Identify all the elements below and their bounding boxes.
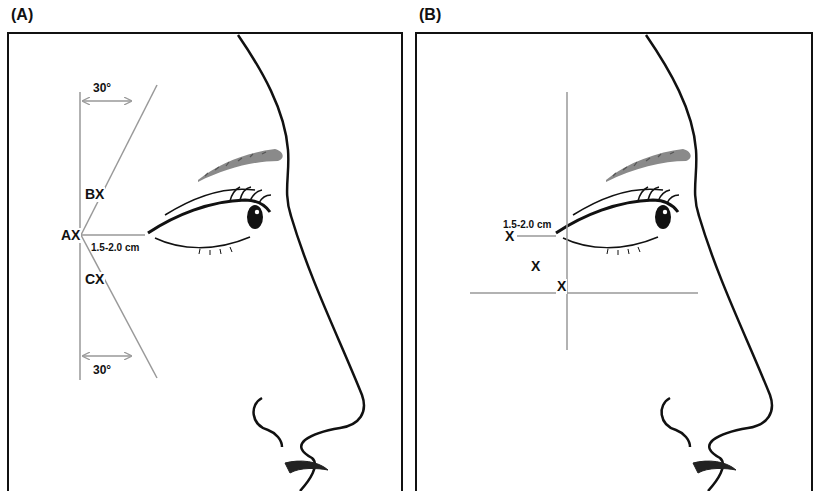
- angle-label: 30°: [92, 82, 112, 95]
- point-label: CX: [84, 272, 105, 287]
- face-profile: [148, 35, 364, 491]
- panel-label: (A): [10, 6, 34, 24]
- panel-frame: [8, 33, 402, 491]
- angle-label: 30°: [92, 364, 112, 377]
- guide-lines: [470, 92, 698, 350]
- guide-lines: [80, 85, 157, 380]
- panel-frame: [416, 33, 812, 491]
- dimension-label: 1.5-2.0 cm: [90, 242, 140, 253]
- point-label: X: [530, 259, 541, 274]
- point-label: AX: [60, 228, 81, 243]
- point-label: X: [556, 279, 567, 294]
- panel-label: (B): [418, 6, 442, 24]
- point-label: X: [504, 229, 515, 244]
- face-profile: [556, 35, 772, 491]
- point-label: BX: [84, 187, 105, 202]
